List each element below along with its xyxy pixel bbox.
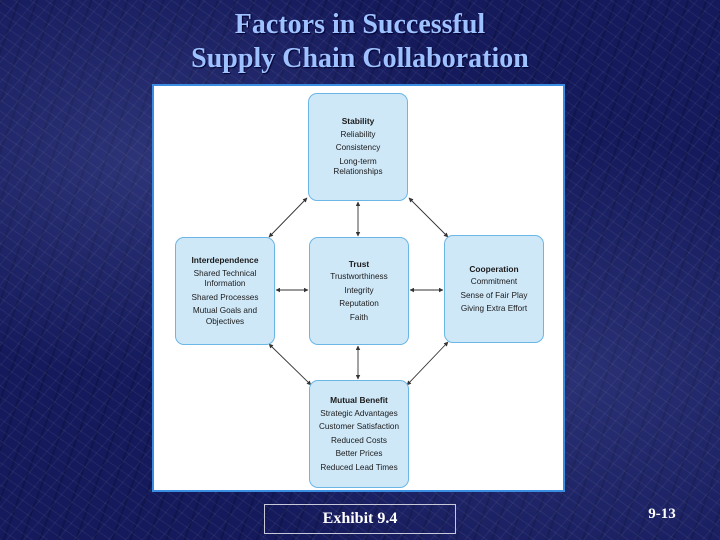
interdependence-box: Interdependence Shared Technical Informa…: [175, 237, 275, 345]
connector-layer: [268, 197, 449, 386]
interdependence-item: Shared Technical Information: [193, 268, 257, 289]
mutual-benefit-item: Better Prices: [335, 449, 383, 458]
arrow-interdependence-mutual-benefit: [268, 343, 312, 386]
cooperation-item: Commitment: [470, 277, 518, 286]
stability-heading: Stability: [341, 116, 375, 127]
page-number: 9-13: [648, 506, 676, 522]
mutual-benefit-box: Mutual Benefit Strategic Advantages Cust…: [309, 380, 409, 488]
mutual-benefit-item: Strategic Advantages: [320, 408, 398, 418]
trust-box: Trust Trustworthiness Integrity Reputati…: [309, 237, 409, 345]
interdependence-item: Mutual Goals and Objectives: [192, 306, 258, 326]
title-line-2: Supply Chain Collaboration: [191, 43, 529, 74]
trust-item: Integrity: [344, 285, 374, 295]
trust-item: Faith: [349, 312, 369, 322]
stability-item: Consistency: [335, 143, 381, 153]
trust-item: Trustworthiness: [330, 272, 388, 282]
cooperation-heading: Cooperation: [469, 263, 519, 274]
mutual-benefit-item: Reduced Costs: [331, 435, 387, 445]
trust-item: Reputation: [339, 299, 379, 309]
stability-box: Stability Reliability Consistency Long-t…: [308, 93, 408, 201]
cooperation-item: Sense of Fair Play: [460, 290, 528, 300]
arrow-cooperation-mutual-benefit: [406, 341, 449, 386]
interdependence-heading: Interdependence: [191, 255, 259, 265]
exhibit-caption: Exhibit 9.4: [264, 504, 456, 534]
diagram-frame: Stability Reliability Consistency Long-t…: [152, 84, 565, 492]
cooperation-item: Giving Extra Effort: [460, 304, 528, 313]
trust-heading: Trust: [348, 258, 370, 269]
mutual-benefit-item: Reduced Lead Times: [320, 462, 398, 472]
mutual-benefit-heading: Mutual Benefit: [330, 395, 388, 405]
arrow-stability-cooperation: [408, 197, 449, 238]
stability-item: Long-term Relationships: [333, 156, 383, 177]
cooperation-box: Cooperation Commitment Sense of Fair Pla…: [444, 235, 544, 343]
stability-item: Reliability: [340, 129, 376, 139]
slide-title: Factors in Successful Supply Chain Colla…: [0, 8, 720, 76]
title-line-1: Factors in Successful: [234, 9, 486, 40]
interdependence-item: Shared Processes: [191, 292, 259, 302]
mutual-benefit-item: Customer Satisfaction: [318, 422, 400, 431]
arrow-stability-interdependence: [268, 197, 308, 238]
